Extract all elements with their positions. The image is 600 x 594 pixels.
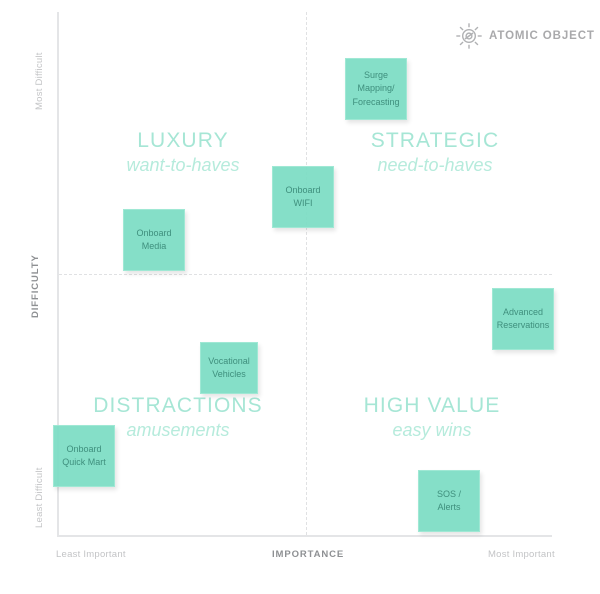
x-axis-min-label: Least Important <box>56 549 126 560</box>
data-node-label: Onboard Quick Mart <box>62 443 106 468</box>
data-node-label: Onboard Media <box>136 227 172 252</box>
data-node-label: Surge Mapping/ Forecasting <box>352 69 400 107</box>
data-node[interactable]: Onboard WIFI <box>272 166 334 228</box>
data-node[interactable]: SOS / Alerts <box>418 470 480 532</box>
data-node[interactable]: Surge Mapping/ Forecasting <box>345 58 407 120</box>
data-node[interactable]: Vocational Vehicles <box>200 342 258 394</box>
brand-wordmark: ATOMIC OBJECT <box>489 30 595 42</box>
x-axis-title: IMPORTANCE <box>272 549 345 560</box>
y-axis-max-label: Most Difficult <box>34 52 45 110</box>
atomic-object-gear-icon <box>456 23 482 49</box>
data-node-label: Advanced Reservations <box>496 306 550 331</box>
data-node-label: Vocational Vehicles <box>208 355 250 380</box>
data-node-label: SOS / Alerts <box>436 488 461 513</box>
y-axis-title: DIFFICULTY <box>30 254 41 318</box>
data-node[interactable]: Advanced Reservations <box>492 288 554 350</box>
data-node-label: Onboard WIFI <box>285 184 321 209</box>
atomic-object-logo: ATOMIC OBJECT <box>455 22 595 50</box>
y-axis-min-label: Least Difficult <box>34 467 45 528</box>
horizontal-divider-line <box>59 273 552 275</box>
data-node[interactable]: Onboard Quick Mart <box>53 425 115 487</box>
data-node[interactable]: Onboard Media <box>123 209 185 271</box>
quadrant-chart-plot-area <box>57 12 552 537</box>
x-axis-max-label: Most Important <box>488 549 555 560</box>
